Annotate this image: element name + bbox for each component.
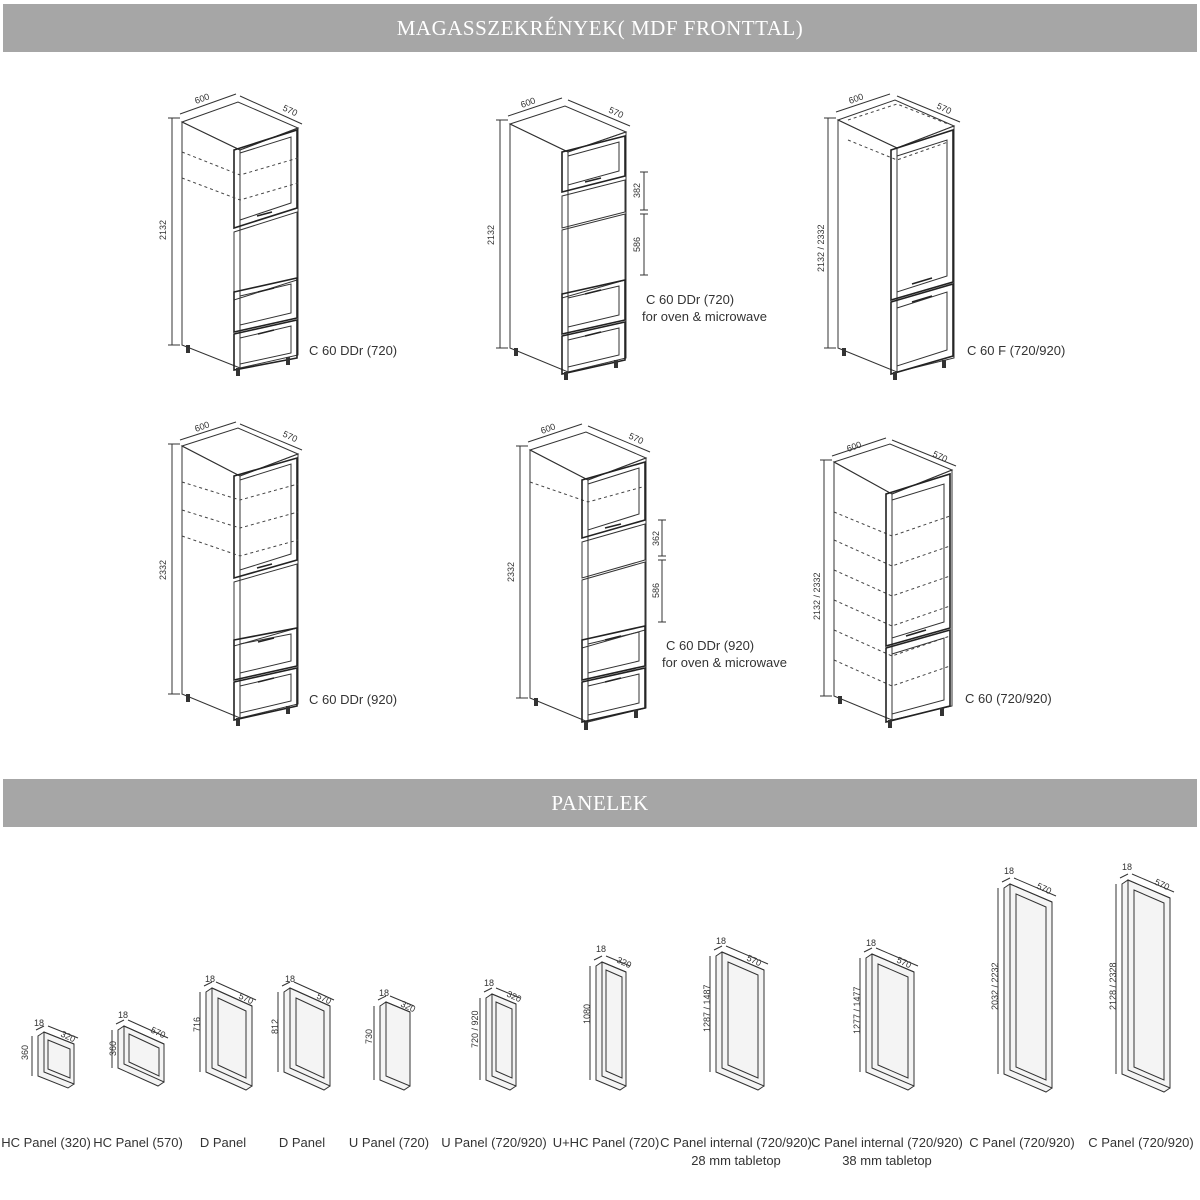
cabinet-c60ddr-720 (168, 93, 303, 376)
cab5-sublabel: for oven & microwave (662, 655, 787, 670)
p2-depth-dim: 570 (149, 1025, 167, 1040)
cabinet-c60f (824, 93, 961, 380)
p7-depth-dim: 320 (615, 955, 633, 970)
panel-c-internal-38 (859, 947, 919, 1091)
cabinet-c60 (820, 437, 957, 728)
p3-thickness-dim: 18 (205, 974, 215, 984)
panel-c-2032 (997, 877, 1057, 1093)
cab5-label: C 60 DDr (920) (666, 638, 754, 653)
p1-height-dim: 360 (20, 1045, 30, 1060)
p9-sublabel: 38 mm tabletop (842, 1153, 932, 1168)
cab5-height-dim: 2332 (506, 562, 516, 582)
cab3-label: C 60 F (720/920) (967, 343, 1065, 358)
section-banner-panels: PANELEK (3, 779, 1197, 827)
p4-height-dim: 812 (270, 1019, 280, 1034)
cab5-upper-gap-dim: 362 (651, 531, 661, 546)
cab2-lower-gap-dim: 586 (632, 237, 642, 252)
p11-thickness-dim: 18 (1122, 862, 1132, 872)
panel-c-2128 (1115, 873, 1175, 1093)
p11-label: C Panel (720/920) (1088, 1135, 1194, 1150)
panel-hc-320 (31, 1025, 79, 1089)
p10-thickness-dim: 18 (1004, 866, 1014, 876)
cabinet-c60ddr-920 (168, 421, 303, 726)
p7-thickness-dim: 18 (596, 944, 606, 954)
p3-label: D Panel (200, 1135, 246, 1150)
p2-label: HC Panel (570) (93, 1135, 183, 1150)
p9-label: C Panel internal (720/920) (811, 1135, 963, 1150)
cab4-label: C 60 DDr (920) (309, 692, 397, 707)
cab6-label: C 60 (720/920) (965, 691, 1052, 706)
p5-height-dim: 730 (364, 1029, 374, 1044)
p4-label: D Panel (279, 1135, 325, 1150)
cab2-width-dim: 600 (519, 95, 537, 110)
p6-thickness-dim: 18 (484, 978, 494, 988)
p2-thickness-dim: 18 (118, 1010, 128, 1020)
cab4-width-dim: 600 (193, 419, 211, 434)
p6-height-dim: 720 / 920 (470, 1010, 480, 1048)
cab4-height-dim: 2332 (158, 560, 168, 580)
p1-label: HC Panel (320) (1, 1135, 91, 1150)
cab3-width-dim: 600 (847, 91, 865, 106)
cab3-depth-dim: 570 (935, 101, 953, 116)
cab2-height-dim: 2132 (486, 225, 496, 245)
cab1-height-dim: 2132 (158, 220, 168, 240)
cab6-width-dim: 600 (845, 439, 863, 454)
panel-u-720 (373, 995, 415, 1091)
p11-height-dim: 2128 / 2328 (1108, 962, 1118, 1010)
p6-label: U Panel (720/920) (441, 1135, 547, 1150)
p7-height-dim: 1080 (582, 1004, 592, 1024)
cab1-label: C 60 DDr (720) (309, 343, 397, 358)
cab2-upper-gap-dim: 382 (632, 183, 642, 198)
p8-thickness-dim: 18 (716, 936, 726, 946)
p8-label: C Panel internal (720/920) (660, 1135, 812, 1150)
panel-c-internal-28 (709, 945, 769, 1091)
cabinet-c60ddr-920-oven (516, 423, 666, 730)
panel-u-hc-720 (589, 955, 631, 1091)
cab6-height-dim: 2132 / 2332 (812, 572, 822, 620)
cab2-sublabel: for oven & microwave (642, 309, 767, 324)
p10-label: C Panel (720/920) (969, 1135, 1075, 1150)
p1-thickness-dim: 18 (34, 1018, 44, 1028)
panel-u-720-920 (479, 987, 521, 1091)
cab5-lower-gap-dim: 586 (651, 583, 661, 598)
p8-height-dim: 1287 / 1487 (702, 984, 712, 1032)
p9-thickness-dim: 18 (866, 938, 876, 948)
p5-thickness-dim: 18 (379, 988, 389, 998)
panel-d-716 (199, 981, 257, 1091)
p10-height-dim: 2032 / 2232 (990, 962, 1000, 1010)
cabinet-c60ddr-720-oven (496, 97, 648, 380)
cab3-height-dim: 2132 / 2332 (816, 224, 826, 272)
p5-label: U Panel (720) (349, 1135, 429, 1150)
section-banner-tall-cabinets: MAGASSZEKRÉNYEK( MDF FRONTTAL) (3, 4, 1197, 52)
p7-label: U+HC Panel (720) (553, 1135, 660, 1150)
cab5-width-dim: 600 (539, 421, 557, 436)
p3-height-dim: 716 (192, 1017, 202, 1032)
panel-hc-570 (111, 1019, 169, 1087)
cab2-label: C 60 DDr (720) (646, 292, 734, 307)
p8-sublabel: 28 mm tabletop (691, 1153, 781, 1168)
panel-d-812 (277, 981, 335, 1091)
cab1-width-dim: 600 (193, 91, 211, 106)
p2-height-dim: 360 (108, 1041, 118, 1056)
p9-height-dim: 1277 / 1477 (852, 986, 862, 1034)
p4-thickness-dim: 18 (285, 974, 295, 984)
